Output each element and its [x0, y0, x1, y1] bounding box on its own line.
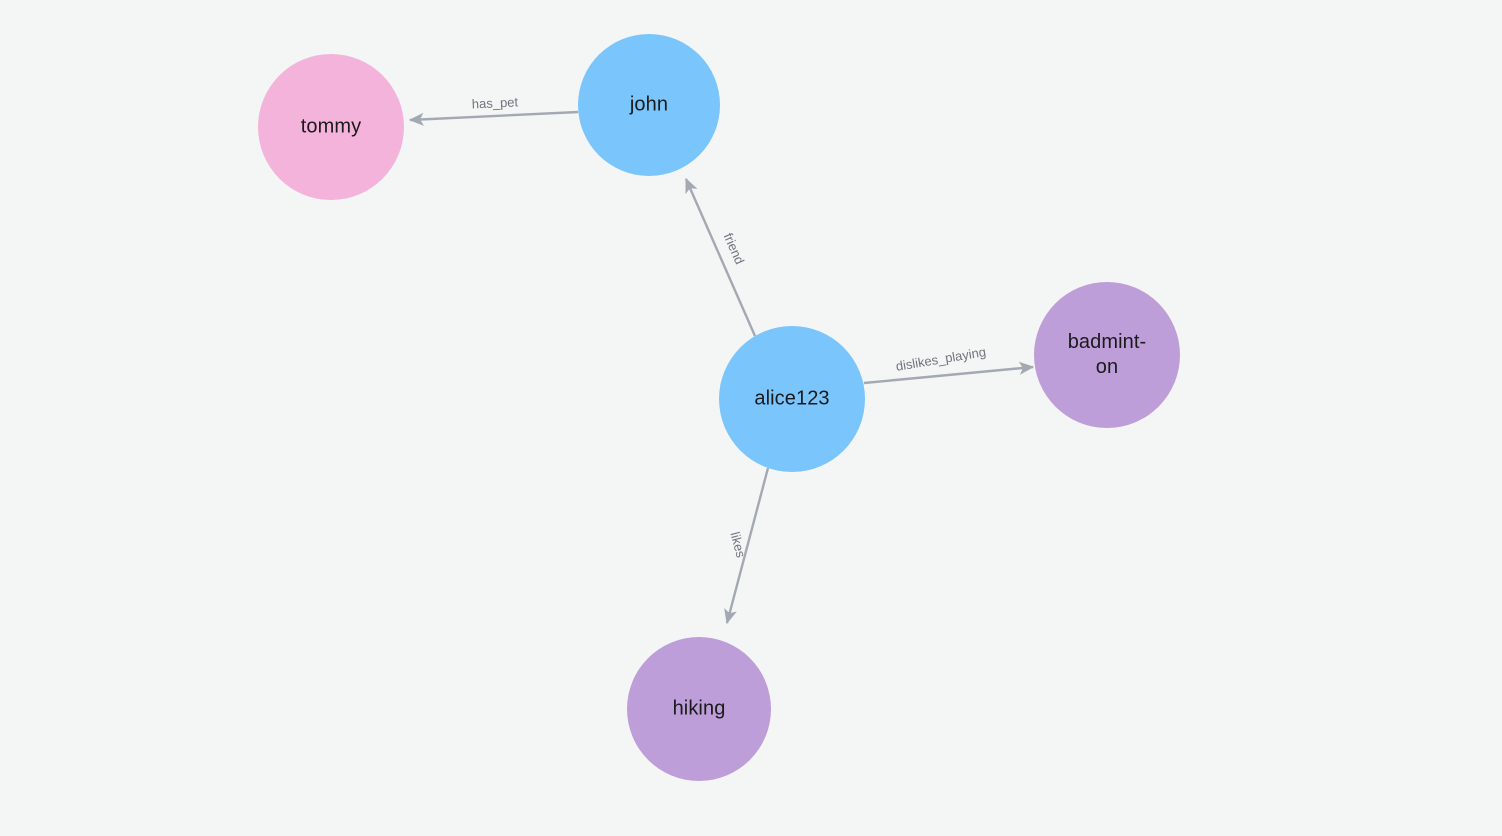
edge-label: friend — [721, 231, 748, 267]
graph-edge[interactable] — [408, 110, 579, 126]
graph-node-john[interactable] — [578, 34, 720, 176]
graph-node-alice123[interactable] — [719, 326, 865, 472]
graph-edge[interactable] — [863, 361, 1035, 385]
nodes-layer — [258, 34, 1180, 781]
edge-label: dislikes_playing — [895, 344, 987, 374]
graph-edge[interactable] — [684, 177, 757, 337]
edge-label: has_pet — [471, 94, 518, 111]
graph-node-tommy[interactable] — [258, 54, 404, 200]
graph-node-badminton[interactable] — [1034, 282, 1180, 428]
edge-label: likes — [727, 530, 748, 559]
edges-layer — [408, 110, 1035, 625]
graph-edge[interactable] — [724, 467, 770, 625]
graph-node-hiking[interactable] — [627, 637, 771, 781]
